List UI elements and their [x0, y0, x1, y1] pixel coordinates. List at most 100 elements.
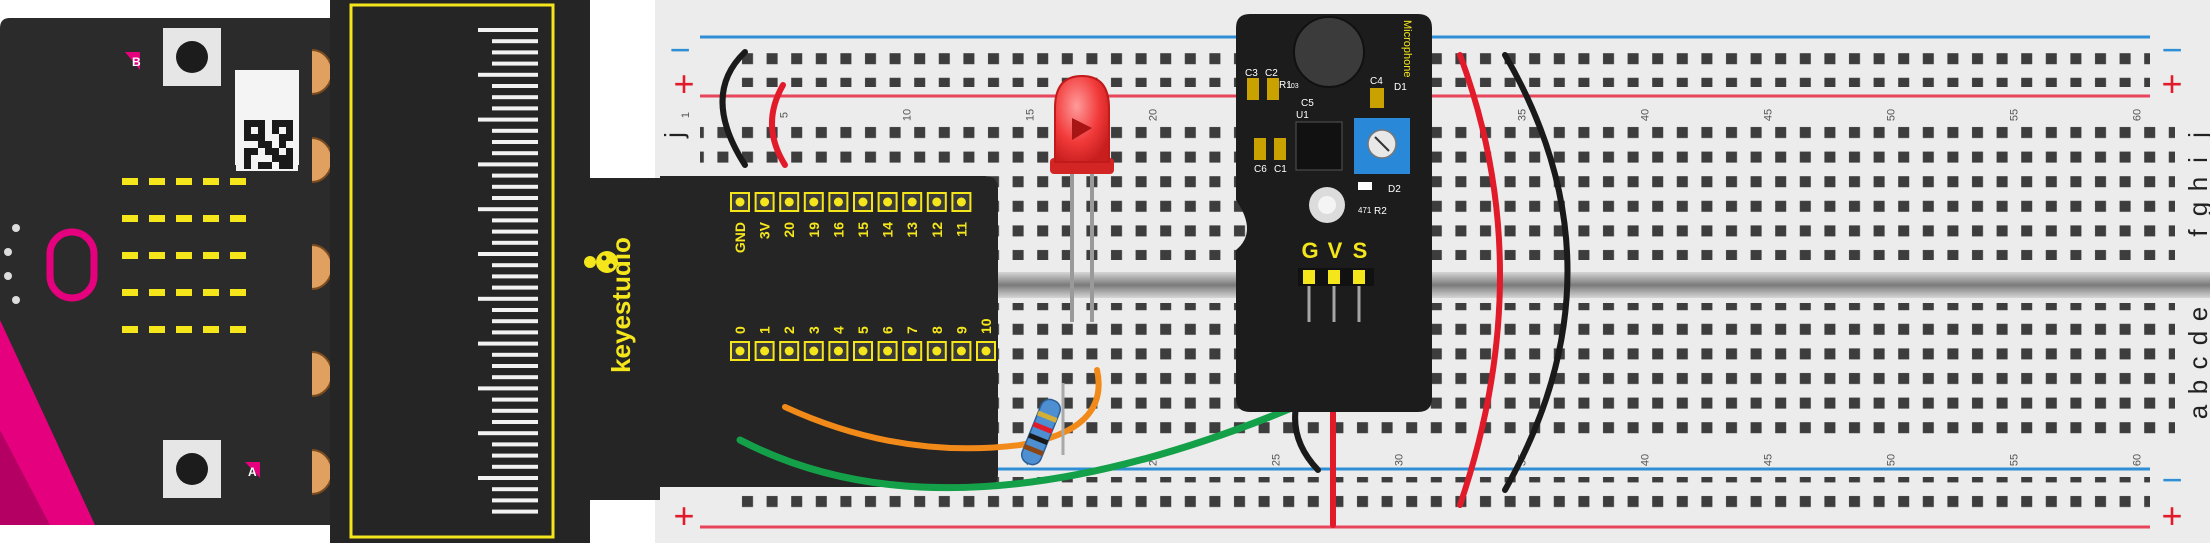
edge-connector-outline — [349, 3, 555, 539]
red-led — [1050, 74, 1114, 322]
led-pixel — [149, 326, 165, 333]
wire-green-mic-signal — [736, 374, 1364, 492]
led-pixel — [122, 178, 138, 185]
edge-finger — [492, 330, 538, 335]
button-b[interactable] — [176, 41, 208, 73]
qr-module — [286, 127, 293, 134]
mounting-hole-inner — [1318, 196, 1336, 214]
button-a[interactable] — [176, 453, 208, 485]
edge-finger — [492, 464, 538, 469]
edge-finger — [492, 184, 538, 189]
edge-finger — [492, 308, 538, 312]
edge-finger — [492, 151, 538, 156]
ladybug-icon — [584, 251, 618, 273]
edge-finger — [478, 207, 538, 212]
mic-pin-label-s: S — [1353, 238, 1368, 263]
row-letter: a — [2183, 404, 2210, 419]
rail-minus-bottom-right: − — [2161, 459, 2182, 500]
led-pixel — [176, 289, 192, 296]
header-pin-contact — [858, 197, 868, 207]
led-pixel — [230, 178, 246, 185]
resistor-band — [1036, 410, 1058, 423]
header-pin-contact — [956, 346, 966, 356]
header-pin-label: 15 — [855, 222, 871, 238]
edge-finger — [478, 341, 538, 346]
edge-finger — [492, 61, 538, 66]
rail-plus-bottom-right: + — [2161, 495, 2182, 536]
component-label: C6 — [1254, 164, 1267, 175]
header-pin-contact — [907, 197, 917, 207]
component-label: C1 — [1274, 164, 1287, 175]
header-pin-contact — [907, 346, 917, 356]
edge-finger — [492, 173, 538, 178]
column-number: 55 — [2008, 454, 2020, 466]
led-pixel — [203, 326, 219, 333]
led-pixel — [122, 326, 138, 333]
smd-capacitor-c2 — [1267, 78, 1279, 100]
header-pin-label: 12 — [929, 222, 945, 238]
mic-pin-s — [1353, 270, 1365, 284]
qr-module — [272, 148, 279, 155]
qr-module — [286, 120, 293, 127]
header-pin-label: 9 — [953, 326, 969, 334]
edge-finger — [478, 476, 538, 480]
header-pin-contact — [883, 197, 893, 207]
rail-plus-top-left: + — [673, 63, 694, 104]
component-label: C5 — [1301, 98, 1314, 109]
rail-minus-top-right: − — [2161, 29, 2182, 70]
led-pixel — [149, 289, 165, 296]
smd-capacitor-c1 — [1274, 138, 1286, 160]
smd-capacitor-c6 — [1254, 138, 1266, 160]
led-pixel — [203, 289, 219, 296]
header-pin-label: 14 — [880, 222, 896, 238]
qr-module — [272, 127, 279, 134]
row-letter: j — [659, 132, 689, 139]
qr-module — [265, 162, 272, 169]
column-number: 60 — [2131, 454, 2143, 466]
header-pin-label: 19 — [806, 222, 822, 238]
column-number: 30 — [1393, 454, 1405, 466]
header-pin-label: 5 — [855, 326, 871, 334]
header-pin-label: 3V — [757, 221, 773, 239]
component-label: R2 — [1374, 206, 1387, 217]
smd-capacitor-c4 — [1370, 88, 1384, 108]
edge-finger — [492, 487, 538, 492]
button-a-marker — [245, 462, 260, 478]
row-letter: h — [2183, 177, 2210, 191]
led-pixel — [122, 252, 138, 259]
edge-finger — [492, 319, 538, 324]
qr-module — [258, 127, 265, 134]
header-pin-contact — [809, 346, 819, 356]
ladybug-icon-spot — [608, 263, 614, 269]
wire-red-rail-bridge — [1457, 52, 1503, 508]
row-letter: d — [2183, 331, 2210, 345]
microbit-dot — [4, 272, 12, 280]
header-pins-top — [730, 192, 972, 212]
edge-finger — [492, 240, 538, 245]
row-letter: e — [2183, 307, 2210, 321]
qr-module — [265, 141, 272, 148]
rail-plus-bottom-left: + — [673, 495, 694, 536]
led-pixel — [203, 178, 219, 185]
row-letter: b — [2183, 380, 2210, 394]
led-pixel — [122, 289, 138, 296]
header-pin-label: 2 — [781, 326, 797, 334]
qr-module — [286, 155, 293, 162]
resistor-code-471: 471 — [1358, 206, 1372, 215]
header-pin-contact — [932, 197, 942, 207]
header-pin-label: 11 — [953, 222, 969, 237]
edge-finger — [492, 196, 538, 200]
led-pixel — [149, 178, 165, 185]
led-pixel — [176, 326, 192, 333]
wire-red-rail-left — [769, 82, 788, 168]
column-number: 25 — [1270, 454, 1282, 466]
button-a-label: A — [248, 465, 257, 479]
qr-module — [244, 120, 251, 127]
led-pixel — [176, 252, 192, 259]
header-pin-contact — [858, 346, 868, 356]
header-pin-label: 6 — [880, 326, 896, 334]
header-pin-contact — [784, 197, 794, 207]
component-label: C2 — [1265, 68, 1278, 79]
row-letter: g — [2183, 202, 2210, 216]
